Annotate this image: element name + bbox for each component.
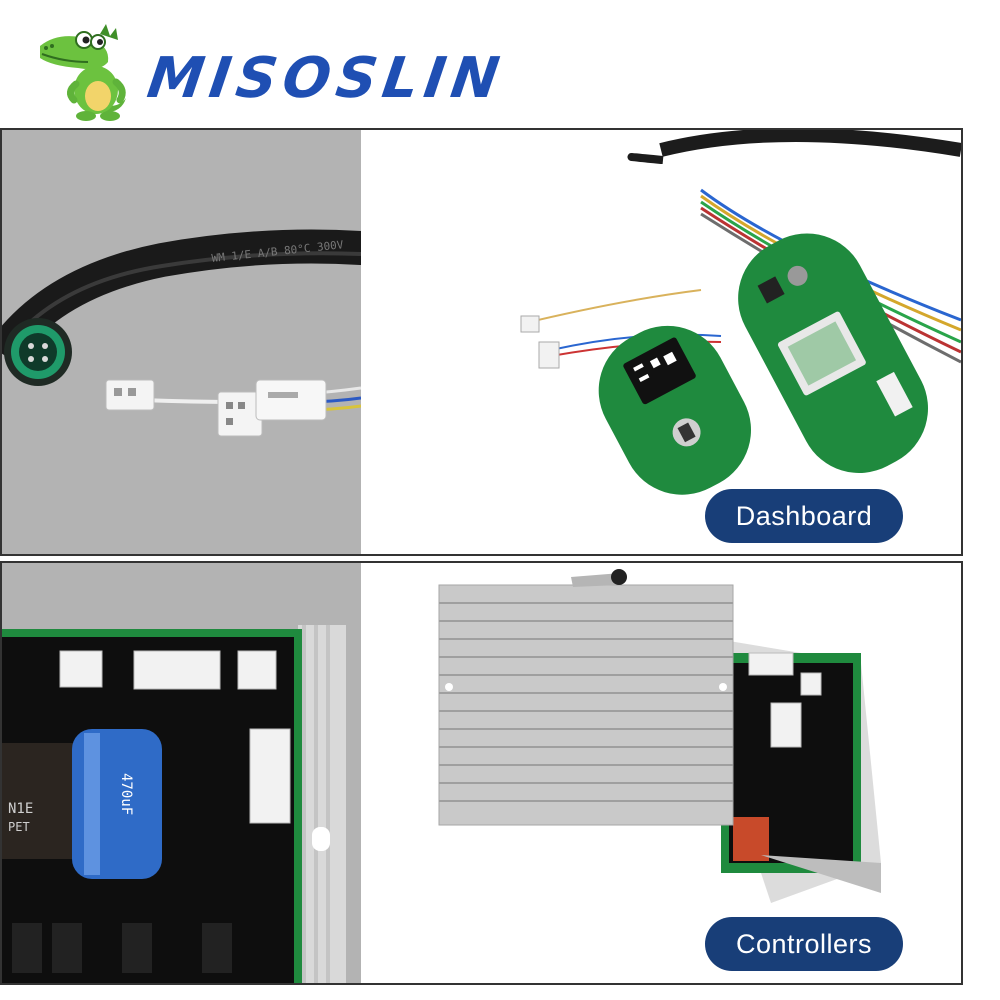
svg-text:N1E: N1E <box>8 801 33 817</box>
brand-logo <box>30 18 140 128</box>
brand-name: MISOSLIN <box>143 46 509 111</box>
brand-wordmark: MISOSLIN <box>144 44 509 114</box>
dashboard-label: Dashboard <box>705 489 903 543</box>
svg-text:470uF: 470uF <box>118 773 134 815</box>
dashboard-circuit-board-photo <box>520 130 961 495</box>
controller-heatsink-photo <box>438 569 881 903</box>
dashboard-panel: WM 1/E A/B 80°C 300V <box>0 128 963 556</box>
crocodile-mascot-icon <box>40 24 126 121</box>
controllers-panel: N1E PET 470uF <box>0 561 963 985</box>
controller-board-closeup-photo: N1E PET 470uF <box>2 625 346 983</box>
controllers-label: Controllers <box>705 917 903 971</box>
connector-cable-photo: WM 1/E A/B 80°C 300V <box>2 229 361 437</box>
svg-text:PET: PET <box>8 820 30 834</box>
